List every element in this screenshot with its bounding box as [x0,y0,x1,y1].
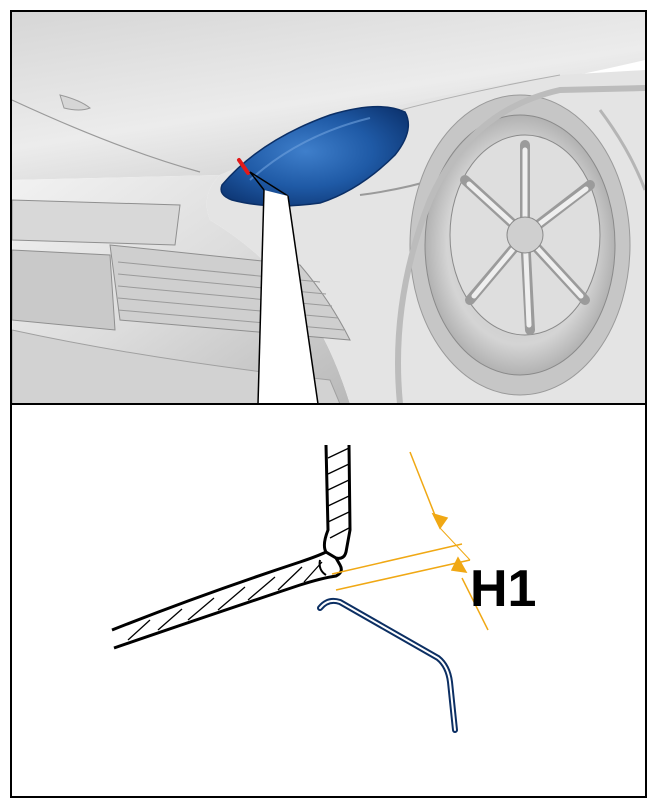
hood-vent [59,94,91,111]
dimension-label-h1: H1 [470,560,536,618]
wheel-hub [506,216,544,254]
zoom-callout-icon [249,171,319,405]
cross-section-detail: H1 [111,444,536,733]
car-front-render [12,12,645,404]
section-cut-mark-icon [237,158,250,175]
headlight-profile [317,597,458,733]
hood-panel [12,12,645,180]
license-plate-area [12,199,181,246]
fender-panel-section [322,444,352,560]
headlight-assembly [220,105,410,207]
dimension-h1 [331,451,489,631]
